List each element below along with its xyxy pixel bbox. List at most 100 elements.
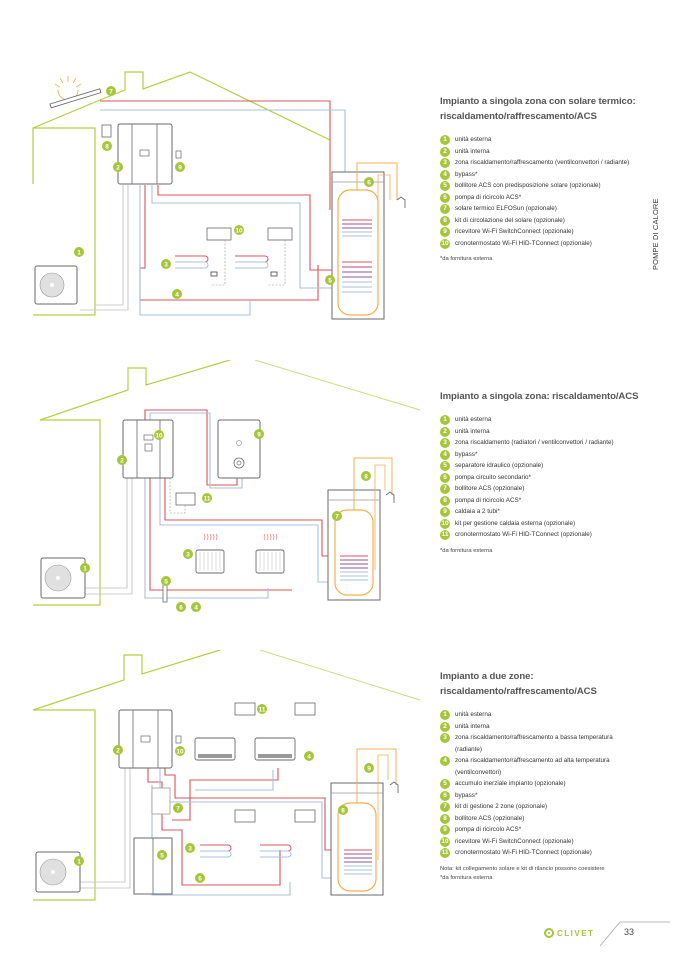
badge-2: 2: [113, 745, 123, 755]
badge-1: 1: [80, 563, 90, 573]
outdoor-unit: [34, 265, 78, 305]
legend-item: 1 unità esterna: [440, 709, 640, 721]
svg-text:8: 8: [364, 473, 368, 480]
svg-text:9: 9: [178, 164, 182, 171]
number-badge: 8: [440, 813, 450, 824]
page-footer: CLIVET 33: [540, 918, 670, 948]
dhw-pipe: [374, 464, 386, 570]
wifi-receiver: [175, 150, 182, 159]
number-badge: 6: [440, 790, 450, 801]
number-badge: 9: [440, 507, 450, 517]
svg-text:7: 7: [335, 513, 339, 520]
legend-item-text: pompa di ricircolo ACS*: [455, 826, 522, 833]
footnote: *da fornitura esterna: [440, 547, 493, 554]
number-badge: 7: [440, 484, 450, 494]
number-badge: 7: [440, 802, 450, 812]
legend-item-text: kit di circolazione del solare (opzional…: [455, 216, 565, 224]
badge-10: 10: [234, 225, 244, 235]
legend-item-text: unità esterna: [455, 711, 492, 718]
diagram-two-zones: 1 2 3 4 5 6 7 8 9 10 11: [0, 650, 430, 910]
legend-item-text: zona riscaldamento/raffrescamento a bass…: [455, 734, 613, 753]
dhw-tank-casing: [331, 171, 385, 320]
thermostat: [267, 227, 293, 241]
hot-pipe: [144, 409, 238, 486]
legend-item-text: kit di gestione 2 zone (opzionale): [455, 803, 548, 810]
footnote: *da fornitura esterna: [440, 874, 493, 881]
legend-item-text: pompa circuito secondario*: [455, 473, 531, 481]
house-wall: [33, 419, 101, 606]
badge-10: 10: [175, 746, 185, 756]
number-badge: 9: [440, 825, 450, 835]
legend-item-text: bollitore ACS con predisposizione solare…: [455, 182, 601, 189]
house-outline: [254, 360, 421, 411]
svg-text:5: 5: [160, 852, 164, 859]
cold-pipe: [139, 185, 251, 316]
hot-pipe: [157, 185, 345, 271]
svg-text:6: 6: [367, 179, 371, 186]
badge-3: 3: [183, 549, 193, 559]
badge-7: 7: [332, 511, 342, 521]
badge-6: 6: [364, 177, 374, 187]
footnote: *da fornitura esterna: [440, 256, 493, 262]
legend-item-text: ricevitore Wi-Fi SwitchConnect (opzional…: [455, 228, 574, 235]
number-badge: 1: [440, 710, 450, 720]
legend-item-text: bollitore ACS (opzionale): [455, 814, 525, 822]
badge-7: 7: [106, 86, 116, 96]
legend-item-text: ricevitore Wi-Fi SwitchConnect (opzional…: [455, 837, 574, 845]
legend-item-text: accumulo inerziale impianto (opzionale): [455, 780, 566, 787]
badge-7: 7: [173, 803, 183, 813]
house-wall: [33, 127, 96, 316]
svg-text:2: 2: [116, 164, 120, 171]
logo-mark-icon: [544, 928, 554, 938]
number-badge: 2: [440, 721, 450, 732]
cold-pipe: [159, 768, 345, 879]
number-badge: 5: [440, 181, 450, 191]
svg-text:7: 7: [109, 88, 113, 95]
number-badge: 8: [440, 215, 450, 226]
number-badge: 1: [440, 135, 450, 145]
legend-item-text: zona riscaldamento (radiatori / ventilco…: [455, 439, 614, 446]
indoor-unit: [122, 419, 174, 479]
tank-coil: [342, 219, 372, 293]
legend-item-text: bollitore ACS (opzionale): [455, 485, 525, 492]
legend-item-text: separatore idraulico (opzionale): [455, 462, 544, 469]
legend-item-text: caldaia a 2 tubi*: [455, 508, 500, 515]
clivet-logo: CLIVET: [544, 928, 594, 938]
number-badge: 3: [440, 733, 450, 743]
svg-text:1: 1: [83, 565, 87, 572]
badge-2: 2: [117, 455, 127, 465]
dhw-pipe: [356, 748, 397, 803]
legend-item-text: pompa di ricircolo ACS*: [455, 496, 522, 504]
dhw-pipe: [377, 754, 389, 860]
number-badge: 2: [440, 426, 450, 437]
number-badge: 3: [440, 438, 450, 448]
svg-text:6: 6: [198, 875, 202, 882]
badge-11: 11: [257, 704, 267, 714]
outdoor-unit: [40, 557, 86, 599]
buffer-tank: [133, 837, 173, 895]
thermostat: [206, 227, 232, 241]
cold-pipe: [80, 185, 129, 311]
section-title: Impianto a singola zona con solare termi…: [440, 96, 636, 122]
legend-section-3: Impianto a due zone: riscaldamento/raffr…: [440, 669, 640, 883]
number-badge: 2: [440, 146, 450, 157]
svg-text:7: 7: [176, 805, 180, 812]
number-badge: 5: [440, 779, 450, 789]
house-outline: [39, 360, 231, 421]
svg-text:6: 6: [179, 604, 183, 611]
badge-3: 3: [185, 843, 195, 853]
badge-5: 5: [325, 275, 335, 285]
number-badge: 7: [440, 204, 450, 214]
tap-icon: [389, 781, 399, 793]
thermostat: [234, 702, 316, 823]
svg-text:9: 9: [367, 765, 371, 772]
badge-8: 8: [361, 471, 371, 481]
legend-item: 9 caldaia a 2 tubi*: [440, 506, 640, 518]
